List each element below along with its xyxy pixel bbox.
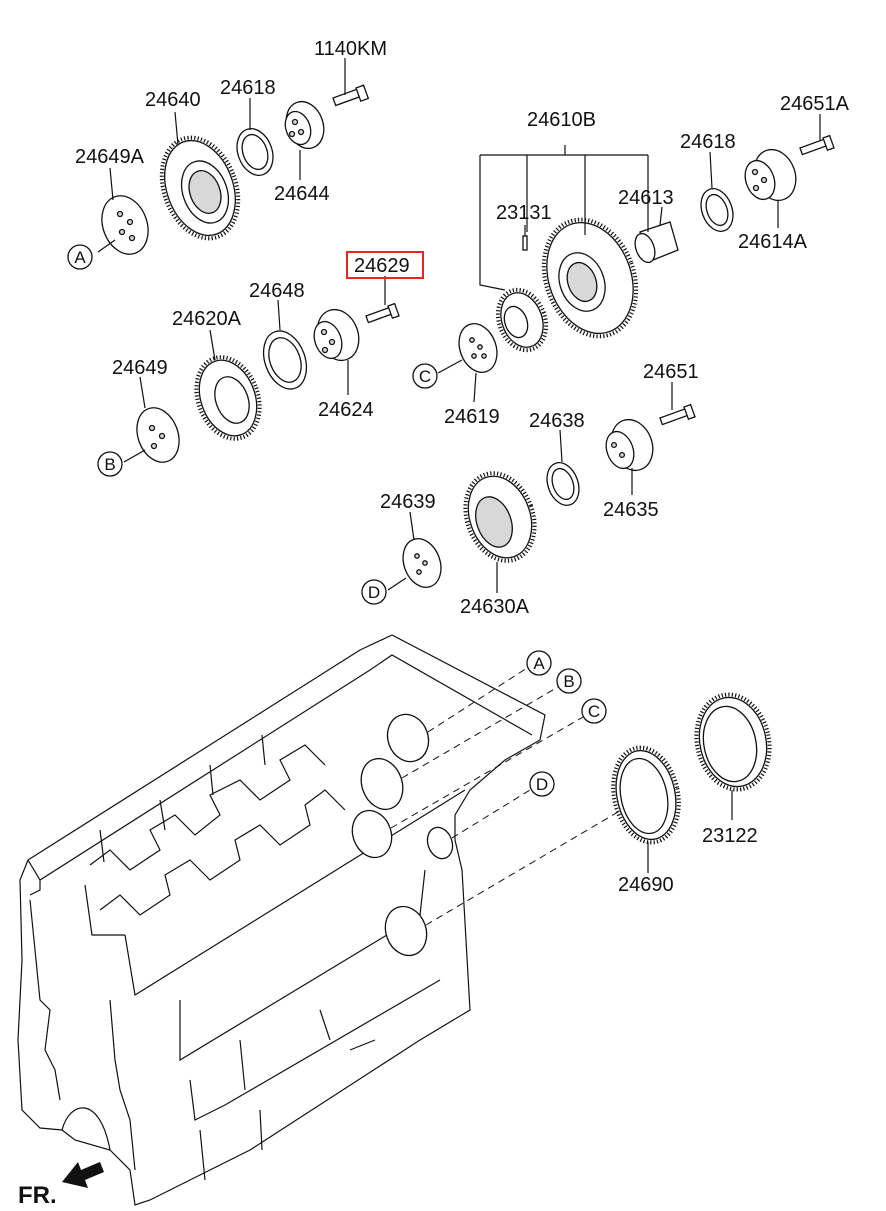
marker-circle-c-top — [412, 363, 438, 389]
label-24629[interactable]: 24629 — [354, 255, 410, 277]
marker-a-top: A — [74, 248, 86, 267]
gear-23122 — [694, 692, 772, 792]
bushing-24613 — [634, 221, 679, 264]
engine-block — [17, 634, 546, 1206]
thrust-plate-24639 — [402, 538, 442, 588]
gear-24630A — [463, 471, 537, 563]
marker-circle-d-block — [529, 771, 555, 797]
gear-24690 — [611, 745, 681, 845]
marker-circle-c-block — [581, 698, 607, 724]
bore-crank — [384, 905, 428, 957]
bracket-24610B — [479, 145, 649, 291]
marker-b-top: B — [104, 455, 115, 474]
bore-d — [426, 826, 454, 860]
marker-a-block: A — [533, 654, 545, 673]
washer-24648 — [262, 330, 308, 390]
marker-circle-a-top — [67, 244, 93, 270]
thrust-plate-24649A — [101, 195, 149, 255]
alignment-lines — [390, 667, 619, 926]
label-24635[interactable]: 24635 — [603, 499, 659, 521]
part-labels: 1140KM 24640 24618 24649A 24644 24610B 2… — [75, 38, 850, 896]
washer-24638 — [546, 462, 580, 506]
gear-24620A — [194, 355, 262, 441]
marker-d-block: D — [536, 775, 548, 794]
label-24648[interactable]: 24648 — [249, 280, 305, 302]
thrust-plate-24649 — [136, 407, 180, 463]
label-24651[interactable]: 24651 — [643, 361, 699, 383]
highlight-box-24629 — [346, 251, 424, 279]
pin-23131 — [522, 235, 528, 251]
label-24649[interactable]: 24649 — [112, 357, 168, 379]
thrust-plate-24619 — [458, 323, 498, 373]
label-24618-upper[interactable]: 24618 — [220, 77, 276, 99]
gear-24640 — [159, 135, 241, 241]
label-23122[interactable]: 23122 — [702, 825, 758, 847]
marker-circle-b-top — [97, 451, 123, 477]
label-24620A[interactable]: 24620A — [172, 308, 242, 330]
bolt-24651 — [659, 403, 696, 426]
marker-circle-a-block — [526, 650, 552, 676]
label-24614A[interactable]: 24614A — [738, 231, 808, 253]
label-24640[interactable]: 24640 — [145, 89, 201, 111]
front-arrow-icon — [62, 1162, 104, 1188]
washer-24618-right — [700, 188, 734, 232]
marker-circle-d-top — [361, 579, 387, 605]
shaft-24635 — [605, 418, 654, 472]
shaft-24624 — [313, 308, 360, 362]
front-direction-indicator: FR. — [18, 1162, 104, 1209]
label-24690[interactable]: 24690 — [618, 874, 674, 896]
shaft-24644 — [284, 100, 325, 150]
label-24618-right[interactable]: 24618 — [680, 131, 736, 153]
gear-23131 — [495, 287, 549, 353]
label-23131[interactable]: 23131 — [496, 202, 552, 224]
reference-markers: A B C D A B C D — [67, 244, 607, 797]
label-1140KM[interactable]: 1140KM — [314, 38, 387, 60]
label-24630A[interactable]: 24630A — [460, 596, 530, 618]
leader-lines — [97, 58, 821, 873]
shaft-24614A — [744, 148, 797, 202]
front-label: FR. — [18, 1182, 57, 1209]
washer-24618-upper — [236, 128, 274, 176]
label-24619[interactable]: 24619 — [444, 406, 500, 428]
label-24613[interactable]: 24613 — [618, 187, 674, 209]
marker-b-block: B — [563, 672, 574, 691]
block-bores — [351, 713, 454, 957]
label-24624[interactable]: 24624 — [318, 399, 374, 421]
marker-c-top: C — [419, 367, 431, 386]
label-24639[interactable]: 24639 — [380, 491, 436, 513]
marker-d-top: D — [368, 583, 380, 602]
bolt-24651A — [799, 134, 835, 156]
bore-a — [386, 713, 430, 763]
bore-b — [360, 757, 404, 811]
label-24610B[interactable]: 24610B — [527, 109, 596, 131]
marker-c-block: C — [588, 702, 600, 721]
bore-c — [351, 809, 393, 859]
bolt-1140KM — [332, 84, 370, 107]
label-24649A[interactable]: 24649A — [75, 146, 145, 168]
bolt-24629 — [365, 302, 400, 324]
gear-24610B — [541, 217, 639, 339]
label-24638[interactable]: 24638 — [529, 410, 585, 432]
label-24644[interactable]: 24644 — [274, 183, 330, 205]
label-24651A[interactable]: 24651A — [780, 93, 850, 115]
marker-circle-b-block — [556, 668, 582, 694]
